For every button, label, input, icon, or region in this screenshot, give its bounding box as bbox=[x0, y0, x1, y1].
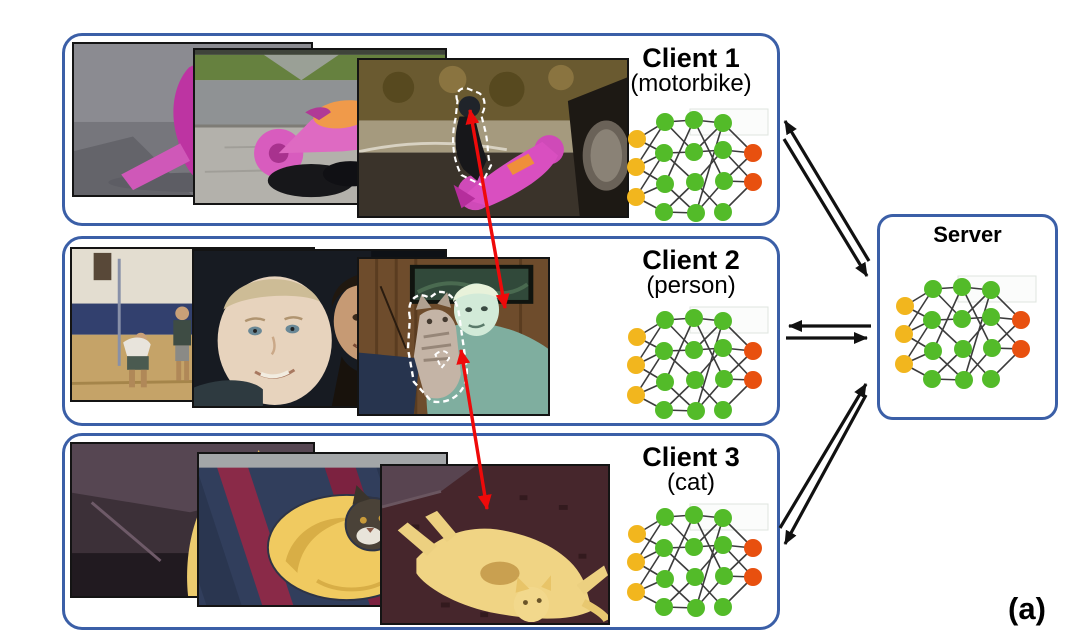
sample-image-cat-3 bbox=[380, 464, 610, 625]
client-2-subtitle: (person) bbox=[646, 272, 736, 300]
server-to-client3-arrow bbox=[783, 394, 868, 545]
panel-label: (a) bbox=[1008, 591, 1046, 626]
client-1-network-icon bbox=[620, 105, 772, 225]
server-title: Server bbox=[933, 222, 1002, 247]
sample-image-person-3 bbox=[357, 257, 550, 416]
client-3-label: Client 3 (cat) bbox=[596, 443, 786, 496]
client-2-network-icon bbox=[620, 303, 772, 423]
client1-to-server-arrow bbox=[782, 138, 869, 277]
client-3-title: Client 3 bbox=[642, 442, 740, 472]
client-2-label: Client 2 (person) bbox=[596, 246, 786, 299]
client-1-title: Client 1 bbox=[642, 43, 740, 73]
client3-to-server-arrow bbox=[778, 383, 868, 529]
client-3-subtitle: (cat) bbox=[667, 469, 715, 497]
yellow-masked-cat bbox=[397, 510, 608, 623]
client-1-subtitle: (motorbike) bbox=[630, 70, 752, 98]
client-server-communication-arrows bbox=[778, 120, 871, 545]
sample-image-motorbike-3 bbox=[357, 58, 629, 218]
client-1-label: Client 1 (motorbike) bbox=[596, 44, 786, 97]
client-3-network-icon bbox=[620, 500, 772, 620]
server-to-client1-arrow bbox=[783, 120, 871, 262]
cat-with-dashed-outline bbox=[406, 290, 468, 404]
server-network-icon bbox=[888, 272, 1040, 392]
client-2-title: Client 2 bbox=[642, 245, 740, 275]
